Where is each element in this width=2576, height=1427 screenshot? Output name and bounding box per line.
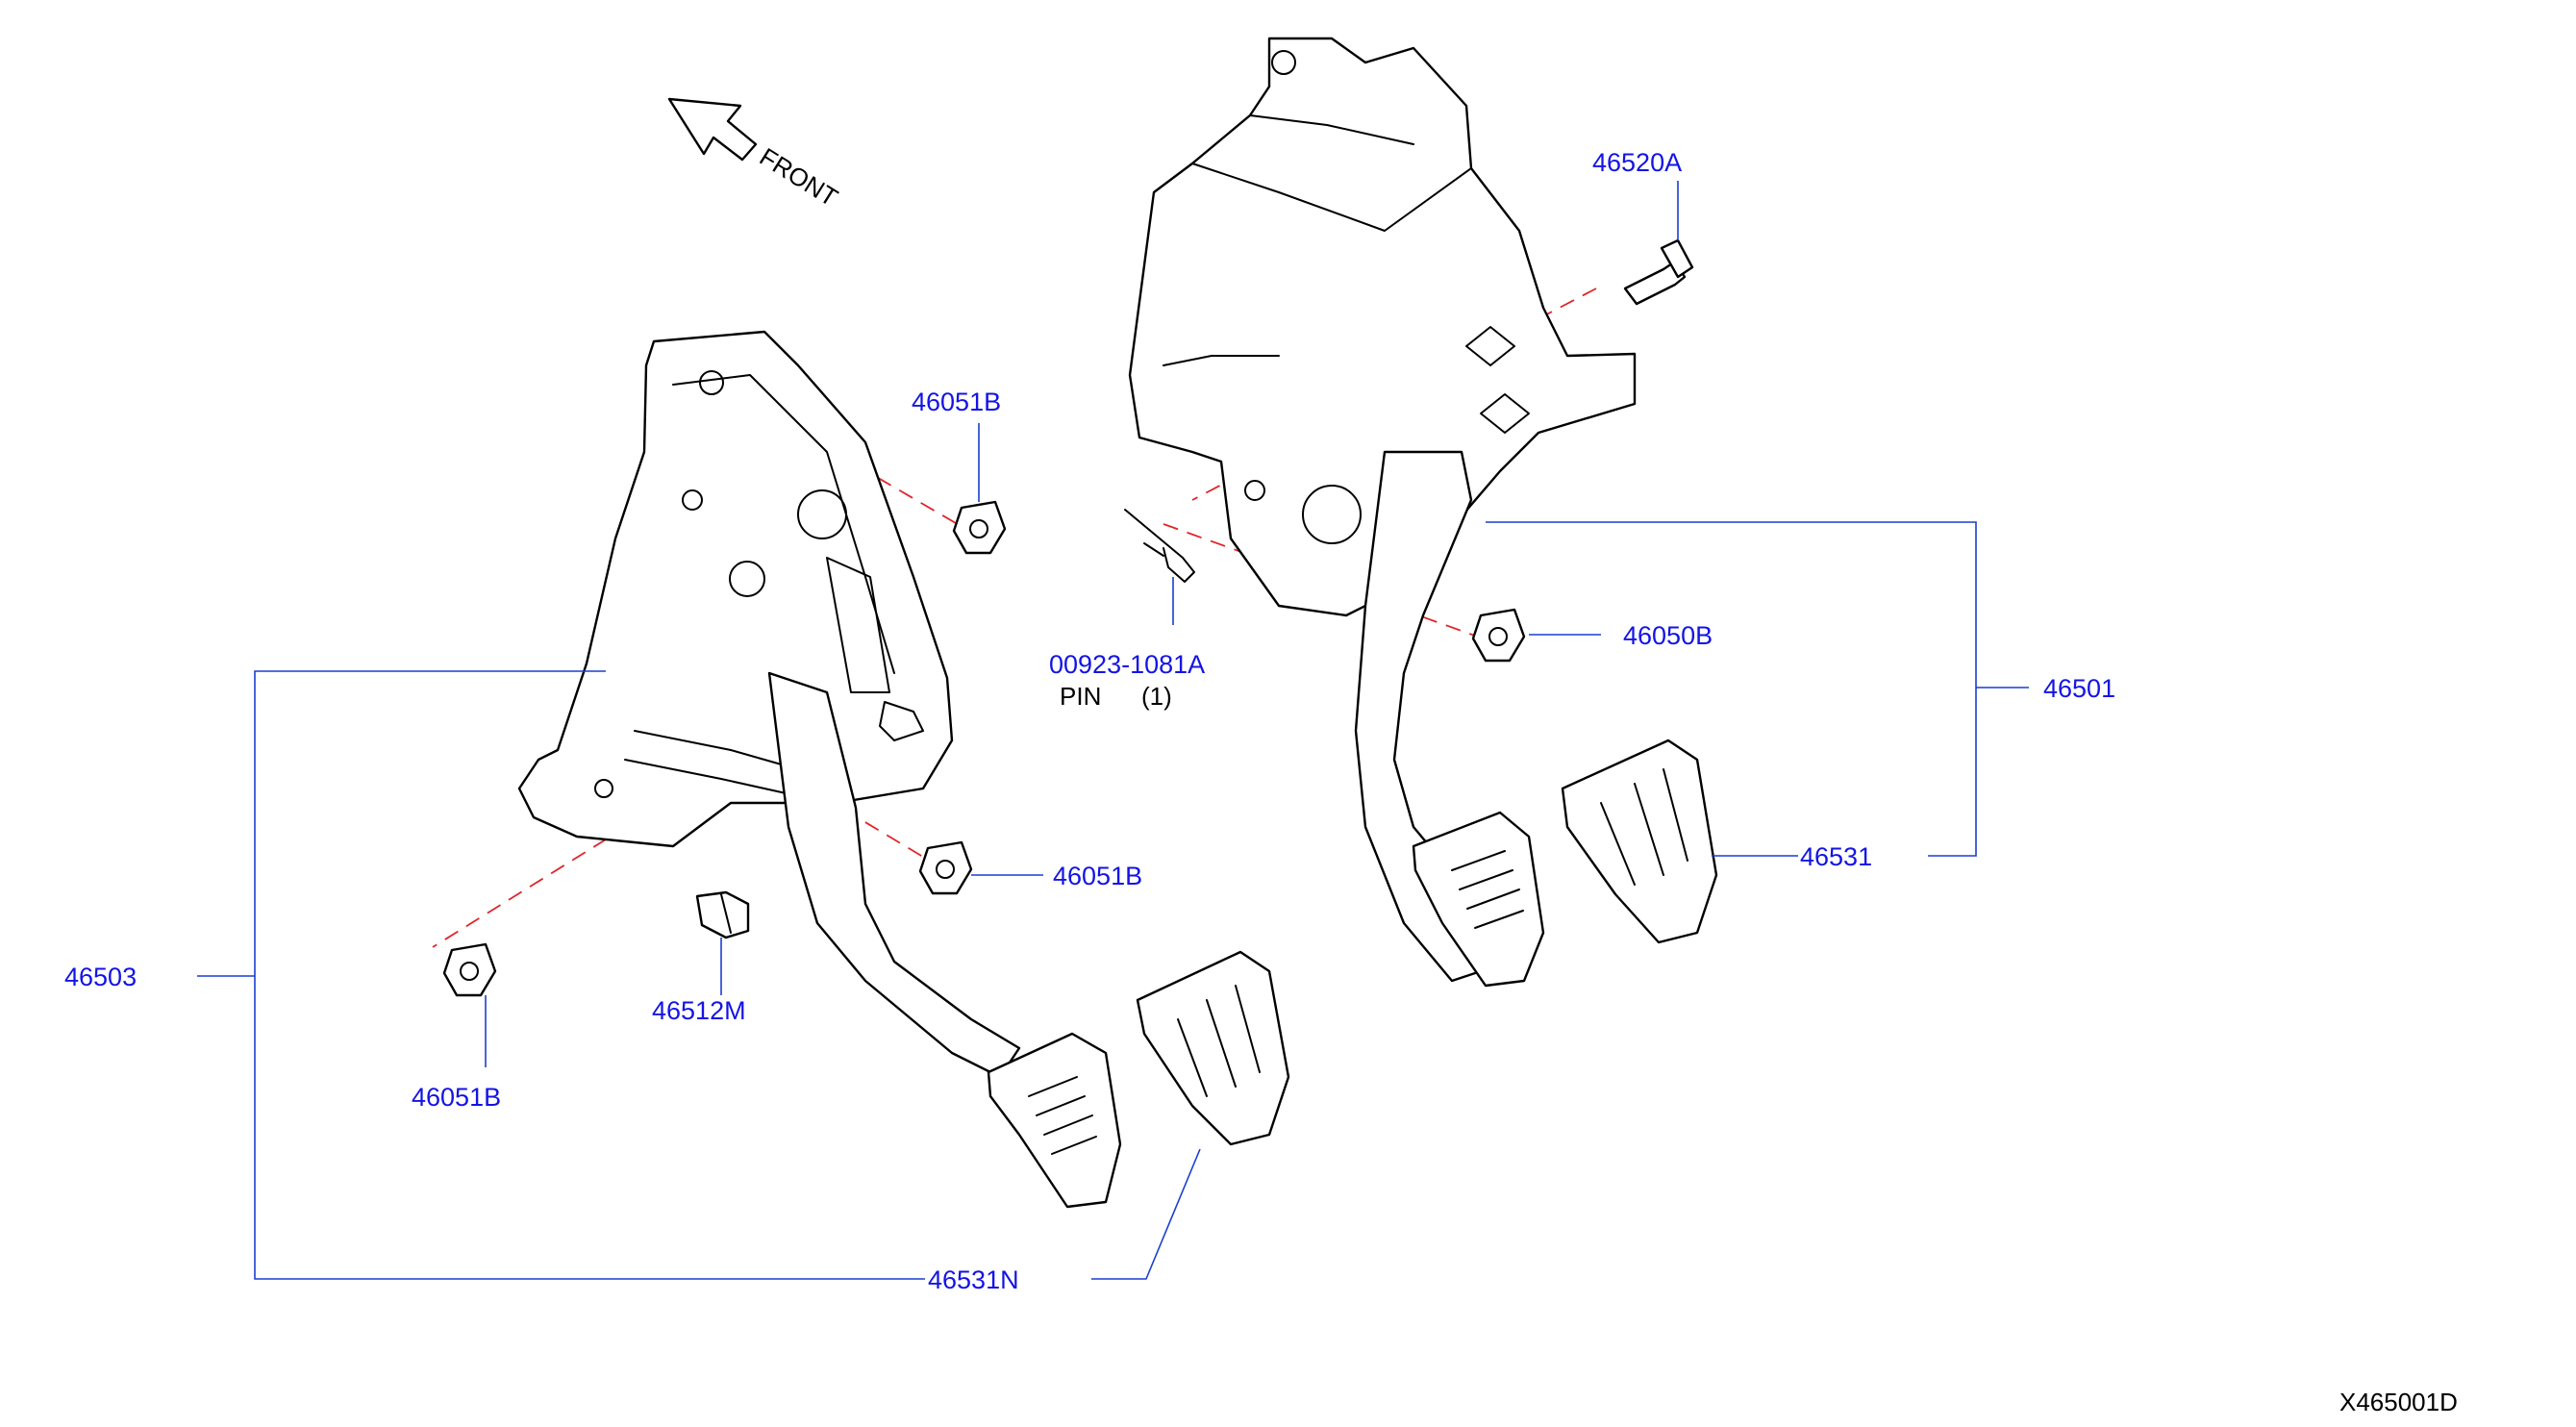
label-nut-bottom-left: 46051B [412,1083,501,1112]
stopper-46512M [695,890,750,939]
figure-id: X465001D [2339,1388,2458,1416]
nut-46051B-middle [918,840,973,895]
right-pedal-pad [1561,739,1718,944]
label-bolt: 46520A [1592,148,1682,177]
left-clutch-pedal-arm [767,671,1021,1079]
nut-46051B-top [952,500,1007,555]
pin-00923-1081A [1124,509,1195,583]
left-pedal-assembly [517,330,1122,1209]
label-pad-right: 46531 [1800,842,1872,871]
right-pedal-pad-mounted [1412,811,1545,988]
label-pad-left: 46531N [928,1265,1019,1294]
label-stopper: 46512M [652,996,746,1025]
nut-46050B [1471,608,1526,663]
left-pedal-pad-mounted [987,1032,1122,1209]
label-pin-part: 00923-1081A [1049,650,1205,679]
label-assy-right: 46501 [2043,674,2115,703]
label-assy-left: 46503 [64,963,137,991]
label-nut-mid-left: 46051B [1053,862,1142,890]
label-nut-right: 46050B [1623,621,1713,650]
left-pedal-pad [1136,950,1290,1146]
label-pin-name: PIN [1060,682,1101,711]
left-bracket [517,330,954,848]
leader-lines [197,181,2029,1280]
label-pin-qty: (1) [1141,682,1172,711]
nut-46051B-bottom [442,942,497,997]
bolt-46520A [1623,238,1694,306]
right-pedal-assembly [1128,37,1637,988]
label-nut-top-left: 46051B [912,388,1001,416]
front-label: FRONT [755,142,843,213]
part-labels: 46051B 00923-1081A PIN (1) 46520A 46050B… [64,148,2458,1416]
front-direction-arrow: FRONT [667,97,843,213]
